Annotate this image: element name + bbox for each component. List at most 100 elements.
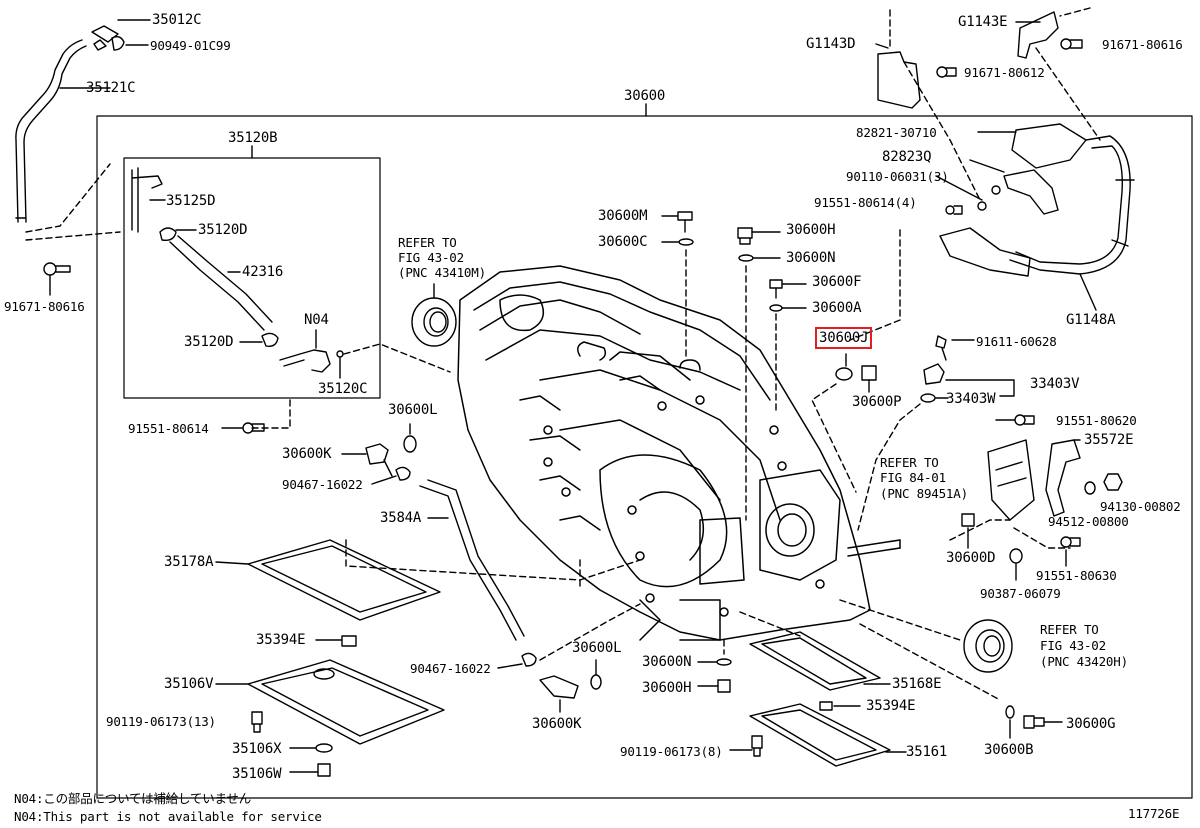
part-number-label: 35394E	[256, 632, 306, 648]
pipe-3584a	[419, 479, 525, 641]
part-number-label: 91551-80614(4)	[814, 195, 917, 210]
part-number-label: 35106W	[232, 766, 282, 782]
part-number-label: 35012C	[152, 12, 202, 28]
oil-pan-35161	[749, 703, 907, 767]
part-number-label: N04	[304, 312, 329, 328]
plug-30600h-lower	[697, 679, 731, 693]
reference-note: REFER TO	[1040, 622, 1099, 637]
reference-note: (PNC 43410M)	[398, 265, 486, 280]
part-number-label: 90110-06031(3)	[846, 169, 949, 184]
union-30600k-upper	[341, 443, 393, 477]
gasket-30600n-top	[738, 254, 754, 262]
seal-30600d	[961, 513, 975, 549]
part-number-label: 91551-80630	[1036, 568, 1117, 583]
part-number-label: 30600K	[282, 446, 332, 462]
part-number-label: 30600H	[642, 680, 692, 696]
part-number-label: 35125D	[166, 193, 216, 209]
part-number-label: 30600K	[532, 716, 582, 732]
assembly-number-label: 30600	[624, 88, 666, 104]
part-number-label: 30600H	[786, 222, 836, 238]
bracket-g1143d	[875, 43, 921, 109]
part-number-label: 90119-06173(8)	[620, 744, 723, 759]
part-number-label: 91671-80612	[964, 65, 1045, 80]
part-number-label: 90467-16022	[282, 477, 363, 492]
part-number-label: 35120D	[198, 222, 248, 238]
bolt-91551-80620	[995, 414, 1035, 426]
bolt-90119-8	[729, 735, 763, 757]
part-number-label: 35121C	[86, 80, 136, 96]
harness-g1148a	[939, 123, 1135, 311]
union-30600k-lower	[539, 675, 579, 713]
part-number-label: 30600F	[812, 274, 862, 290]
part-number-label: 30600L	[572, 640, 622, 656]
neutral-switch	[987, 439, 1035, 521]
gasket-30600n-lower	[716, 658, 732, 666]
part-number-label: 35120B	[228, 130, 278, 146]
clamp-35120d-bottom	[239, 332, 279, 348]
clamp-35120d-top	[159, 227, 197, 242]
bolts-90110-3	[935, 175, 1001, 211]
gasket-30600b	[1005, 705, 1015, 719]
oil-seal-left	[411, 283, 457, 347]
part-number-label: 30600M	[598, 208, 648, 224]
part-number-label: 30600A	[812, 300, 862, 316]
washer-94512	[1084, 481, 1096, 495]
sleeve-33403v	[923, 363, 1015, 397]
oring-33403w	[920, 393, 936, 403]
tube-n04	[279, 329, 331, 373]
part-number-label: 91671-80616	[1102, 37, 1183, 52]
part-number-label-highlighted[interactable]: 30600J	[814, 327, 873, 349]
gasket-35178a	[215, 539, 441, 621]
part-number-label: 30600G	[1066, 716, 1116, 732]
gasket-30600l-lower	[590, 674, 602, 690]
plug-30600h-top	[737, 227, 781, 245]
fitting-35012c	[91, 19, 151, 51]
bolt-91551-80630	[1060, 536, 1081, 567]
washer-90387	[1009, 548, 1023, 581]
assembly-frame	[96, 115, 1193, 799]
part-number-label: 35161	[906, 744, 948, 760]
part-number-label: 30600L	[388, 402, 438, 418]
tube-35121c	[15, 39, 111, 223]
reference-note: (PNC 89451A)	[880, 486, 968, 501]
part-number-label: 82821-30710	[856, 125, 937, 140]
part-number-label: 35178A	[164, 554, 214, 570]
part-number-label: 35394E	[866, 698, 916, 714]
gasket-30600l-upper	[403, 435, 417, 453]
part-number-label: 90119-06173(13)	[106, 714, 216, 729]
plug-30600p	[861, 365, 877, 393]
reference-note: FIG 84-01	[880, 470, 946, 485]
transaxle-case	[457, 265, 901, 641]
part-number-label: 30600D	[946, 550, 996, 566]
clamp-90467-upper	[371, 466, 411, 485]
part-number-label: 90949-01C99	[150, 38, 231, 53]
part-number-label: 91611-60628	[976, 334, 1057, 349]
part-number-label: 42316	[242, 264, 284, 280]
part-number-label: 91671-80616	[4, 299, 85, 314]
part-number-label: 35168E	[892, 676, 942, 692]
part-number-label: 30600N	[642, 654, 692, 670]
bolt-91671-80616-right	[1060, 38, 1083, 50]
part-number-label: 33403V	[1030, 376, 1080, 392]
oil-pan-35106v	[215, 659, 445, 745]
plug-30600g	[1023, 715, 1063, 729]
magnet-35394e-left	[341, 635, 357, 647]
footnote-english: N04:This part is not available for servi…	[14, 809, 322, 824]
lever-35572e	[1045, 439, 1081, 517]
ring-30600j	[835, 353, 853, 381]
part-number-label: 35572E	[1084, 432, 1134, 448]
bracket-35125d	[131, 167, 166, 233]
reference-note: (PNC 43420H)	[1040, 654, 1128, 669]
reference-note: REFER TO	[398, 235, 457, 250]
gasket-30600a	[769, 304, 783, 312]
part-number-label: 35106V	[164, 676, 214, 692]
bracket-82823q	[969, 159, 1059, 215]
part-number-label: 33403W	[946, 391, 996, 407]
bolt-91551-80614-left	[221, 422, 265, 434]
washer-35106x	[289, 743, 333, 753]
part-number-label: 30600P	[852, 394, 902, 410]
part-number-label: 91551-80620	[1056, 413, 1137, 428]
bolt-30600m	[661, 211, 693, 233]
